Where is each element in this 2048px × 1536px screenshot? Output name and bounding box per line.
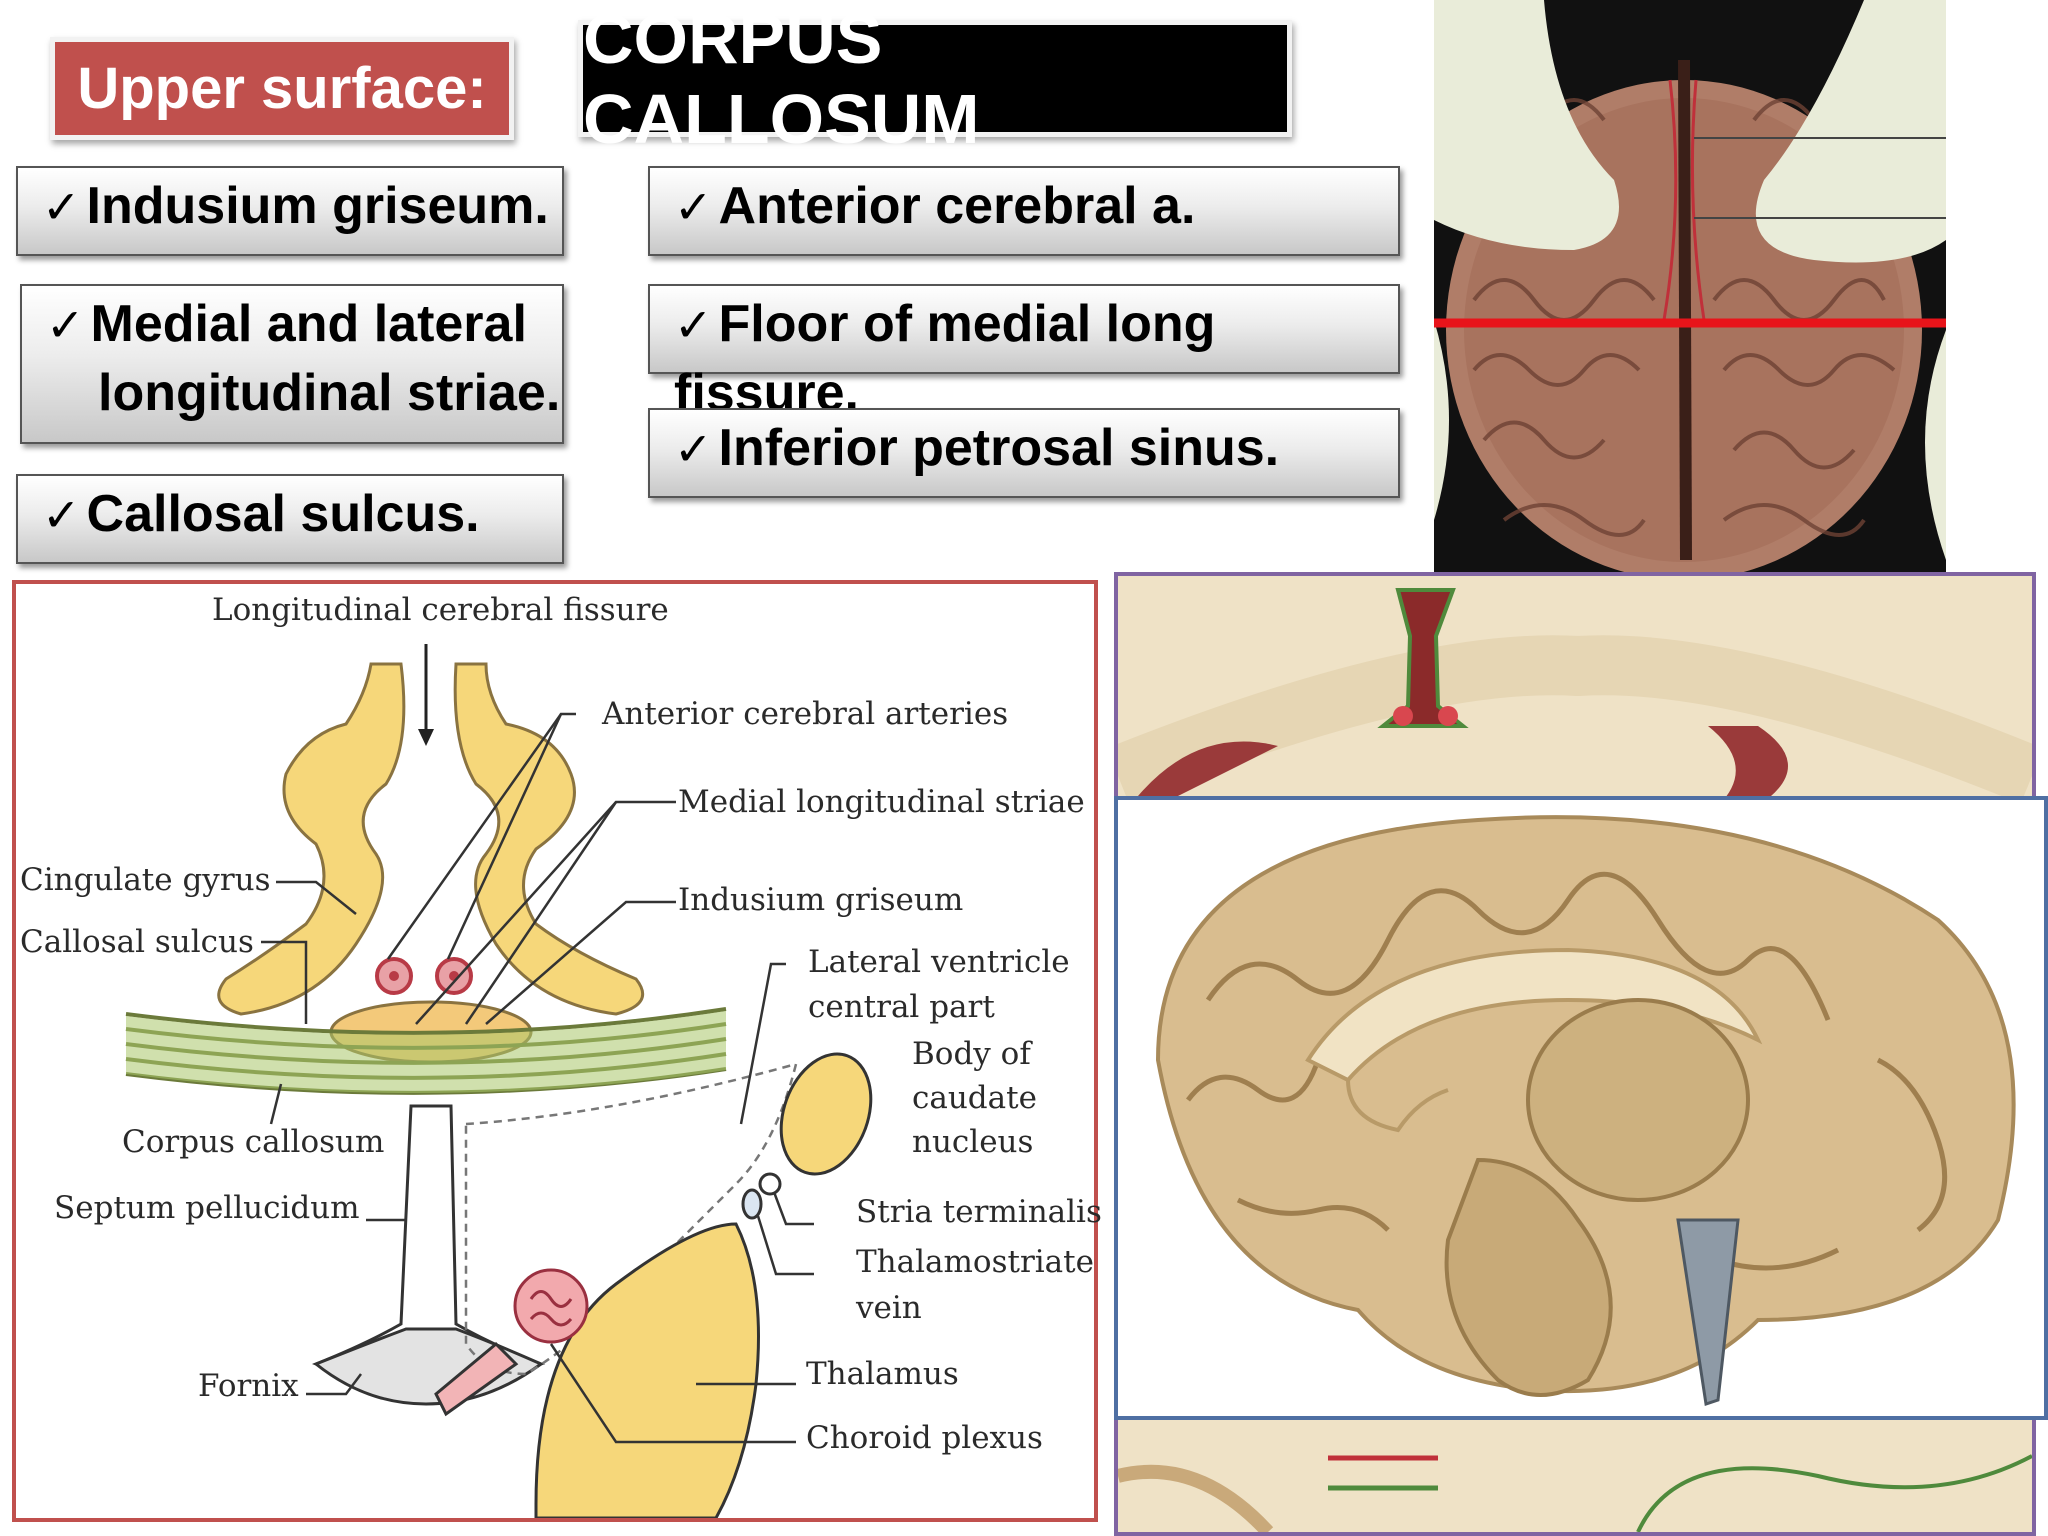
subtitle-text: Upper surface: (77, 56, 487, 121)
bullet-text: Floor of medial long fissure. (674, 295, 1216, 422)
title-box: CORPUS CALLOSUM (578, 0, 1292, 158)
bullet-petrosal-sinus: ✓Inferior petrosal sinus. (648, 408, 1400, 498)
bullet-text: Callosal sulcus. (86, 485, 480, 543)
check-icon: ✓ (42, 180, 81, 234)
check-icon: ✓ (42, 488, 81, 542)
bullet-anterior-cerebral: ✓Anterior cerebral a. (648, 166, 1400, 256)
label-lateral-ventricle-part: central part (808, 989, 995, 1025)
label-corpus-callosum: Corpus callosum (122, 1124, 385, 1160)
page-title: CORPUS CALLOSUM (583, 0, 980, 158)
label-cingulate-gyrus: Cingulate gyrus (20, 862, 271, 898)
bullet-text: Indusium griseum. (86, 177, 549, 235)
bullet-callosal-sulcus: ✓Callosal sulcus. (16, 474, 564, 564)
label-longitudinal-fissure: Longitudinal cerebral fissure (212, 592, 669, 628)
label-caudate: caudate (912, 1080, 1037, 1116)
check-icon: ✓ (674, 180, 713, 234)
label-fornix: Fornix (198, 1368, 299, 1404)
label-callosal-sulcus: Callosal sulcus (20, 924, 254, 960)
bullet-text: Medial and lateral (90, 295, 527, 353)
label-body-of-caudate: Body of (912, 1036, 1031, 1072)
label-lateral-ventricle: Lateral ventricle (808, 944, 1070, 980)
label-thalamostriate: Thalamostriate (856, 1244, 1094, 1280)
bullet-indusium: ✓Indusium griseum. (16, 166, 564, 256)
label-anterior-cerebral-arteries: Anterior cerebral arteries (602, 696, 1009, 732)
bullet-text: Anterior cerebral a. (718, 177, 1196, 235)
label-thalamus: Thalamus (806, 1356, 959, 1392)
bullet-striae: ✓Medial and lateral longitudinal striae. (20, 284, 564, 444)
corpus-callosum-diagram: Longitudinal cerebral fissure Anterior c… (12, 580, 1102, 1522)
label-nucleus: nucleus (912, 1124, 1034, 1160)
bullet-text-line2: longitudinal striae. (98, 364, 561, 422)
brain-superior-photo (1434, 0, 1946, 572)
bullet-floor-fissure: ✓Floor of medial long fissure. (648, 284, 1400, 422)
label-medial-longitudinal-striae: Medial longitudinal striae (678, 784, 1085, 820)
label-choroid-plexus: Choroid plexus (806, 1420, 1043, 1456)
label-indusium-griseum: Indusium griseum (678, 882, 964, 918)
label-stria-terminalis: Stria terminalis (856, 1194, 1102, 1230)
label-vein: vein (856, 1290, 922, 1326)
subtitle-box: Upper surface: (50, 37, 514, 140)
bullet-text: Inferior petrosal sinus. (718, 419, 1280, 477)
check-icon: ✓ (674, 422, 713, 476)
check-icon: ✓ (46, 298, 85, 352)
label-septum-pellucidum: Septum pellucidum (54, 1190, 360, 1226)
check-icon: ✓ (674, 298, 713, 352)
medial-sagittal-photo (1114, 796, 2048, 1420)
